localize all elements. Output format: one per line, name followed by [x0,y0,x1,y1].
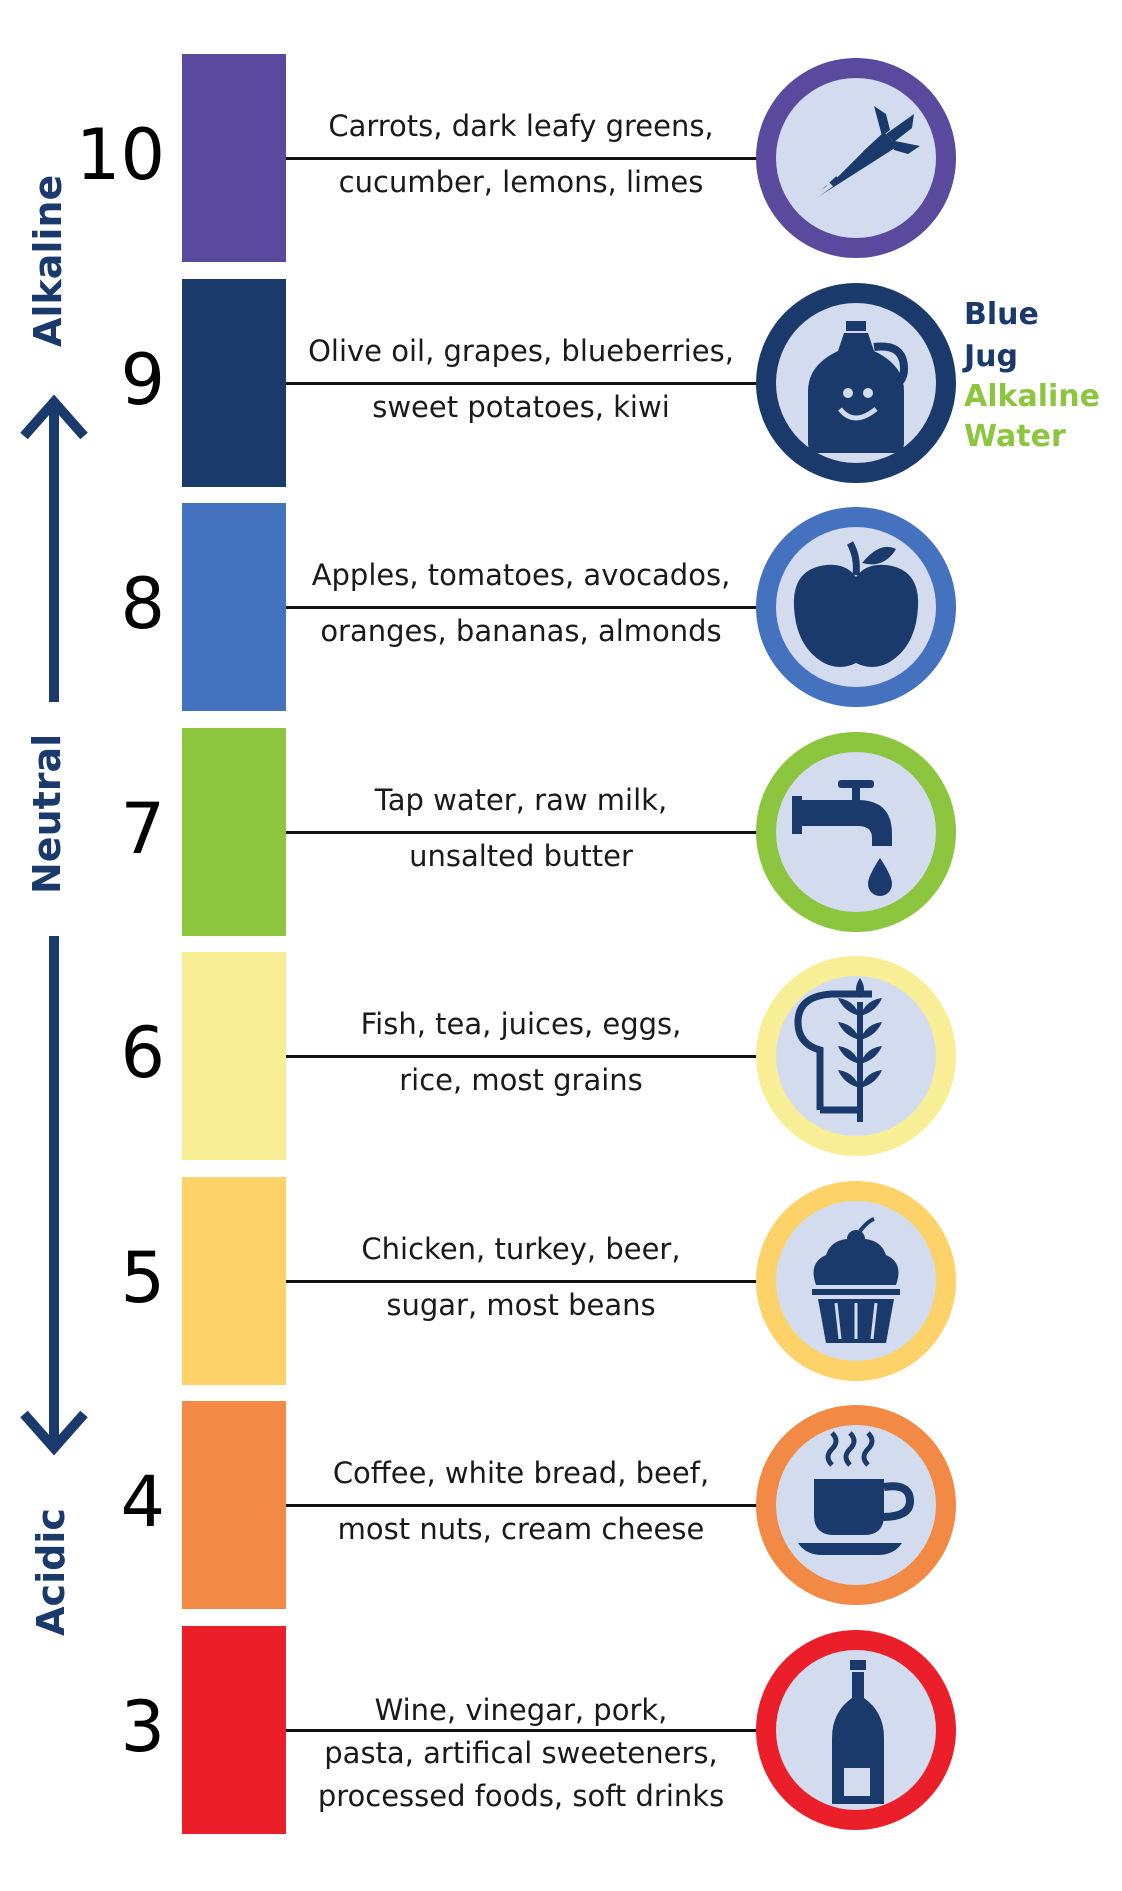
ph-9-connector-line [286,381,766,385]
food-text-line: Fish, tea, juices, eggs, [360,1007,682,1041]
faucet-icon [756,731,956,932]
food-text-line: Wine, vinegar, pork, [374,1692,668,1727]
brand-line-2: Jug [964,339,1018,374]
brand-line-4: Water [964,419,1066,454]
food-text-line: Apples, tomatoes, avocados, [311,558,731,592]
water-jug-icon [756,282,956,483]
brand-line-1: Blue [964,297,1039,332]
ph-6-color-bar [182,952,286,1160]
brand-line-3: Alkaline [964,379,1100,414]
coffee-cup-icon [756,1405,956,1605]
food-text-line: sugar, most beans [386,1287,656,1322]
bread-grain-icon [756,956,956,1156]
food-text-line: pasta, artifical sweeteners, [324,1735,718,1770]
ph-4-value: 4 [120,1461,165,1543]
ph-10-connector-line [286,157,766,160]
ph-7-color-bar [182,727,286,936]
food-text-line: cucumber, lemons, limes [338,165,704,199]
ph-8-color-bar [182,503,286,711]
alkaline-label: Alkaline [26,174,70,347]
food-text-line: sweet potatoes, kiwi [372,389,670,424]
food-text-line: Olive oil, grapes, blueberries, [308,333,734,368]
food-text-line: rice, most grains [399,1063,643,1097]
down-arrow-icon [20,936,88,1456]
ph-3-color-bar [182,1625,286,1834]
food-text-line: Carrots, dark leafy greens, [328,109,714,143]
ph-3-connector-line [286,1728,766,1732]
food-text-line: most nuts, cream cheese [337,1512,705,1546]
ph-10-color-bar [182,54,286,262]
ph-9-color-bar [182,278,286,487]
ph-9-value: 9 [120,338,165,421]
food-text-line: Tap water, raw milk, [374,782,668,817]
food-text-line: oranges, bananas, almonds [320,614,722,648]
ph-6-value: 6 [120,1012,165,1094]
ph-5-connector-line [286,1279,766,1283]
ph-7-connector-line [286,830,766,834]
cupcake-icon [756,1180,956,1381]
up-arrow-icon [20,394,88,702]
ph-4-color-bar [182,1401,286,1609]
food-text-line: processed foods, soft drinks [317,1778,725,1813]
ph-7-value: 7 [120,787,165,870]
carrot-icon [756,58,956,258]
ph-5-color-bar [182,1176,286,1385]
ph-4-connector-line [286,1504,766,1507]
ph-3-value: 3 [120,1685,165,1768]
food-text-line: Coffee, white bread, beef, [332,1456,710,1490]
ph-8-value: 8 [120,563,165,645]
wine-bottle-icon [756,1629,956,1830]
ph-5-value: 5 [120,1236,165,1319]
apple-icon [756,507,956,707]
ph-10-value: 10 [75,114,165,196]
food-text-line: unsalted butter [409,838,633,873]
food-text-line: Chicken, turkey, beer, [361,1231,681,1266]
ph-8-connector-line [286,606,766,609]
ph-6-connector-line [286,1055,766,1058]
